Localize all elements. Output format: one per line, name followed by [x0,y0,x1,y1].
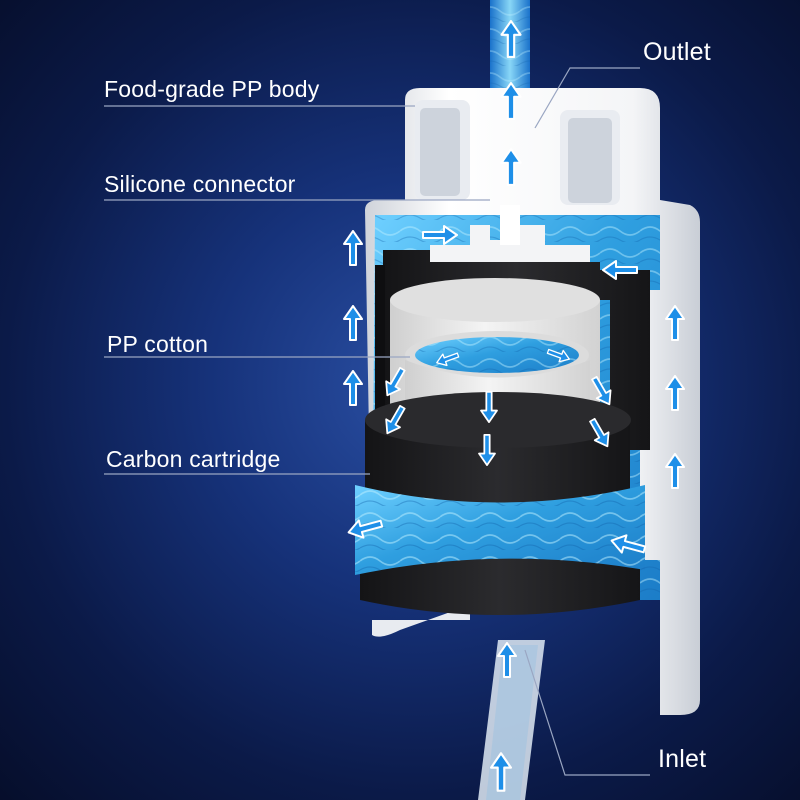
carbon-label: Carbon cartridge [106,446,281,472]
body-label: Food-grade PP body [104,76,320,102]
outlet-label: Outlet [643,38,711,66]
inlet-label: Inlet [658,745,707,773]
leader-lines [104,67,650,776]
cotton-label: PP cotton [107,331,209,357]
silicone-connector [430,205,590,262]
connector-label: Silicone connector [104,171,296,197]
